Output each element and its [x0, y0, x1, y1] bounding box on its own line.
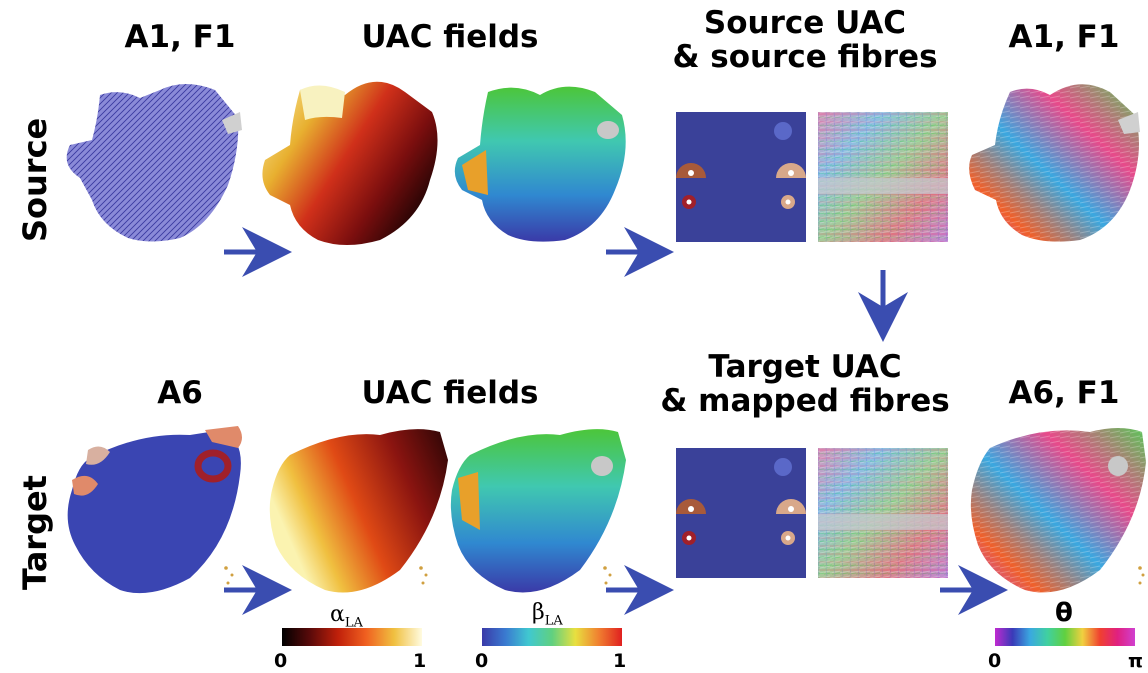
title-source-uac-line2: & source fibres — [672, 39, 938, 75]
title-source-result: A1, F1 — [1008, 19, 1120, 55]
source-uac-square — [676, 112, 806, 242]
colorbar-alpha — [282, 628, 422, 646]
source-atrium-mesh — [66, 84, 242, 242]
title-source-mesh: A1, F1 — [124, 19, 236, 55]
colorbar-theta-min: 0 — [988, 650, 1002, 672]
target-uac-alpha-field — [269, 429, 448, 593]
source-result-atrium — [969, 84, 1140, 242]
title-target-uac-line2: & mapped fibres — [660, 383, 950, 419]
colorbar-alpha-min: 0 — [274, 650, 288, 672]
target-result-atrium — [970, 428, 1146, 593]
target-atrium-mesh — [67, 426, 242, 594]
target-fibre-square — [818, 448, 948, 578]
source-fibre-square — [818, 112, 948, 242]
colorbar-alpha-max: 1 — [413, 650, 427, 672]
title-target-uac-fields: UAC fields — [361, 375, 539, 411]
source-uac-alpha-field — [262, 81, 438, 246]
title-source-uac-line1: Source UAC — [703, 5, 907, 41]
colorbar-beta — [482, 628, 622, 646]
title-source-uac-fields: UAC fields — [361, 19, 539, 55]
title-target-uac-line1: Target UAC — [708, 349, 902, 385]
colorbar-alpha-title: αLA — [330, 602, 363, 631]
colorbar-beta-title: βLA — [532, 600, 563, 629]
target-uac-beta-field — [450, 429, 626, 593]
target-uac-square — [676, 448, 806, 578]
source-uac-beta-field — [454, 86, 626, 242]
small-landmark-marks — [224, 566, 1145, 585]
title-target-mesh: A6 — [157, 375, 203, 411]
colorbar-beta-min: 0 — [475, 650, 489, 672]
title-target-result: A6, F1 — [1008, 375, 1120, 411]
colorbar-theta-title: θ — [1055, 598, 1073, 628]
colorbar-theta-max: π — [1128, 650, 1144, 672]
colorbar-theta — [995, 628, 1135, 646]
colorbar-beta-max: 1 — [613, 650, 627, 672]
